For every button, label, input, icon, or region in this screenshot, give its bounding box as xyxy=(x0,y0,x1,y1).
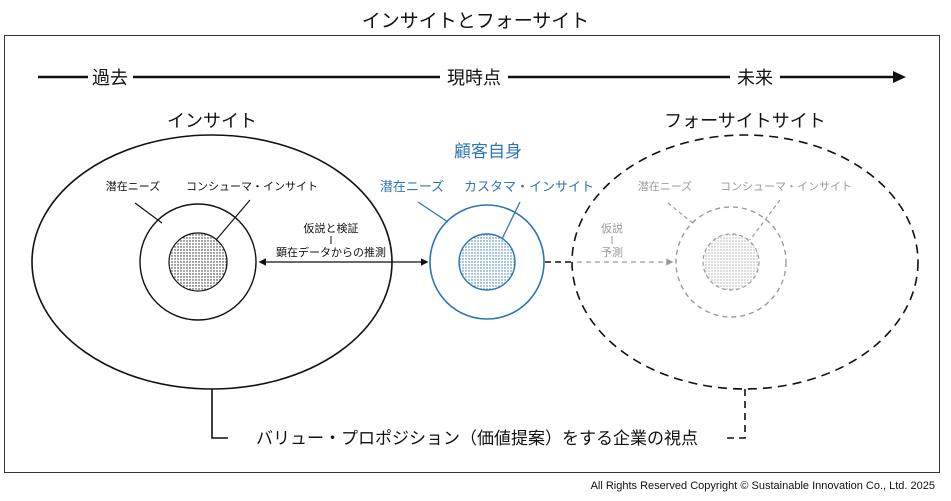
customer-latent-needs-label: 潜在ニーズ xyxy=(380,179,444,195)
timeline: 過去 現時点 未来 xyxy=(38,68,906,89)
insight-consumer-label: コンシューマ・インサイト xyxy=(186,180,318,193)
foresight-heading: フォーサイトサイト xyxy=(664,111,826,132)
insight-latent-pointer xyxy=(134,202,163,224)
prediction-arrow: 仮説 予測 xyxy=(545,221,674,266)
hypothesis-label: 仮説 xyxy=(601,221,623,235)
customer-insight-pointer xyxy=(499,201,521,244)
manifest-data-label: 顕在データからの推測 xyxy=(276,245,386,259)
diagram-frame xyxy=(4,35,940,473)
diagram-title: インサイトとフォーサイト xyxy=(361,10,590,32)
insight-heading: インサイト xyxy=(167,111,257,132)
customer-heading: 顧客自身 xyxy=(454,142,522,162)
timeline-arrowhead xyxy=(893,71,906,83)
foresight-outer-ellipse xyxy=(571,134,919,390)
value-proposition-label: バリュー・プロポジション（価値提案）をする企業の視点 xyxy=(256,429,698,449)
foresight-consumer-pointer xyxy=(749,199,781,241)
foresight-latent-pointer xyxy=(667,202,696,226)
bracket-right xyxy=(726,389,746,439)
foresight-core-circle xyxy=(702,233,760,291)
insight-consumer-pointer xyxy=(215,199,251,241)
customer-group: 顧客自身 潜在ニーズ カスタマ・インサイト xyxy=(380,142,594,320)
prediction-label: 予測 xyxy=(601,245,623,259)
hypothesis-verification-label: 仮説と検証 xyxy=(304,221,359,235)
foresight-middle-circle xyxy=(675,206,787,318)
customer-core-circle xyxy=(458,233,516,291)
customer-outer-circle xyxy=(429,204,545,320)
insight-core-circle xyxy=(168,232,228,292)
foresight-latent-needs-label: 潜在ニーズ xyxy=(638,179,692,193)
customer-insight-label: カスタマ・インサイト xyxy=(464,180,594,195)
bracket-left xyxy=(211,389,228,439)
verification-arrow: 仮説と検証 顕在データからの推測 xyxy=(258,221,429,266)
customer-latent-pointer xyxy=(417,201,449,223)
timeline-future-label: 未来 xyxy=(737,68,773,89)
value-proposition-bracket: バリュー・プロポジション（価値提案）をする企業の視点 xyxy=(211,389,746,449)
timeline-present-label: 現時点 xyxy=(447,68,501,89)
foresight-group: フォーサイトサイト 潜在ニーズ コンシューマ・インサイト xyxy=(571,111,919,390)
insight-group: インサイト 潜在ニーズ コンシューマ・インサイト xyxy=(31,111,393,390)
copyright-notice: All Rights Reserved Copyright © Sustaina… xyxy=(590,480,935,492)
timeline-past-label: 過去 xyxy=(92,68,128,89)
insight-middle-circle xyxy=(139,203,257,321)
insight-latent-needs-label: 潜在ニーズ xyxy=(106,179,160,193)
foresight-consumer-label: コンシューマ・インサイト xyxy=(720,180,852,193)
